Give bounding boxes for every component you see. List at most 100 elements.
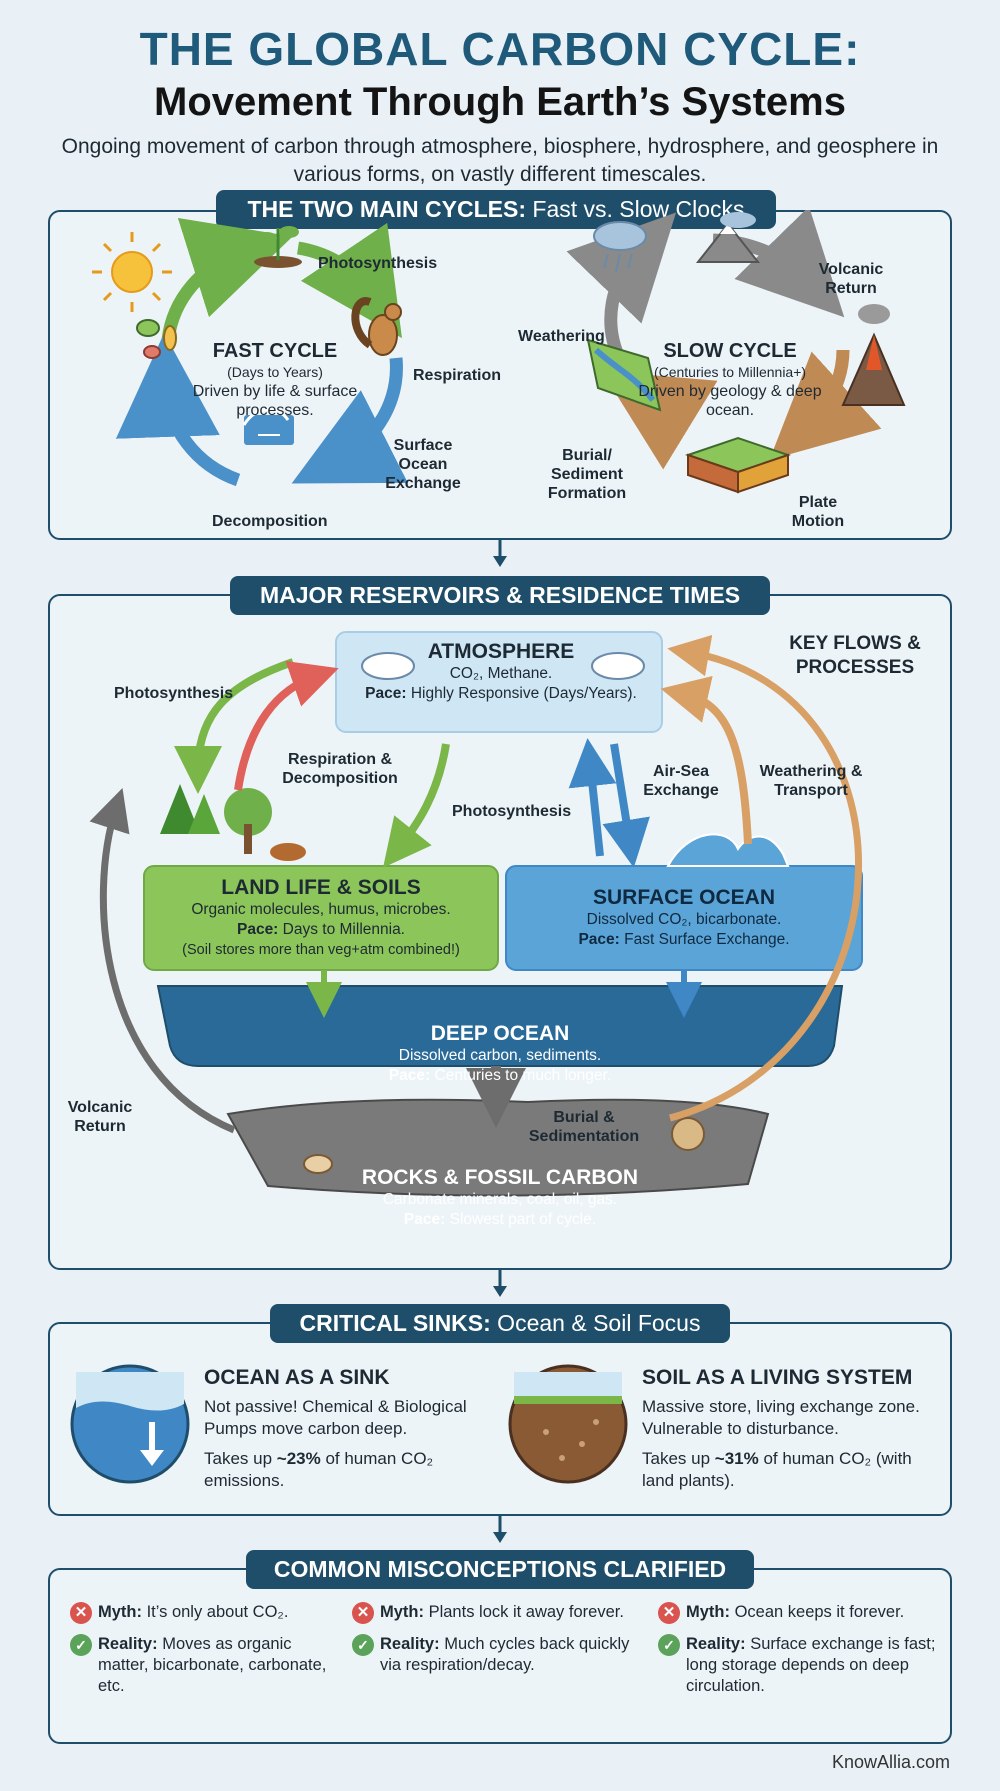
flow-label-photosynthesis-left: Photosynthesis — [114, 685, 234, 702]
misconception-col-3: ✕Myth: Ocean keeps it forever. ✓Reality:… — [658, 1602, 940, 1697]
myth-row: ✕Myth: Ocean keeps it forever. — [658, 1602, 940, 1624]
rocks-pace: Pace: Slowest part of cycle. — [403, 1211, 597, 1228]
slow-cycle-timescale: (Centuries to Millennia+) — [653, 364, 807, 380]
reservoirs-banner: MAJOR RESERVOIRS & RESIDENCE TIMES — [230, 576, 770, 615]
slow-cycle-block: SLOW CYCLE (Centuries to Millennia+) Dri… — [630, 340, 830, 420]
ocean-sink-desc: Not passive! Chemical & Biological Pumps… — [204, 1397, 467, 1438]
surface-ocean-pace: Pace: Fast Surface Exchange. — [578, 931, 790, 948]
fast-cycle-block: FAST CYCLE (Days to Years) Driven by lif… — [190, 340, 360, 420]
reservoir-flows-diagram — [89, 631, 863, 1197]
land-note: (Soil stores more than veg+atm combined!… — [182, 942, 460, 958]
sprout-icon — [254, 226, 302, 268]
slow-label-plate-motion: Plate Motion — [791, 494, 845, 530]
tree-icon — [188, 794, 220, 834]
surface-ocean-text: SURFACE OCEAN Dissolved CO₂, bicarbonate… — [506, 886, 862, 950]
deep-ocean-title: DEEP OCEAN — [430, 1022, 570, 1045]
slow-label-weathering: Weathering — [518, 328, 605, 345]
slow-arrow-3 — [769, 349, 882, 460]
cloud-icon — [361, 652, 415, 680]
misconceptions-banner: COMMON MISCONCEPTIONS CLARIFIED — [246, 1550, 754, 1589]
cycles-illustration — [92, 210, 906, 494]
sinks-banner-rest: Ocean & Soil Focus — [490, 1310, 701, 1336]
soil-sink-uptake: Takes up ~31% of human CO₂ (with land pl… — [642, 1449, 912, 1490]
x-icon: ✕ — [352, 1602, 374, 1624]
flow-label-air-sea: Air-Sea Exchange — [643, 763, 719, 799]
flow-photosynthesis-left — [174, 658, 295, 794]
x-icon: ✕ — [658, 1602, 680, 1624]
misconceptions-panel — [48, 1568, 952, 1744]
flow-photosynthesis-mid — [383, 743, 450, 868]
fast-cycle-title: FAST CYCLE — [212, 340, 338, 362]
myth-row: ✕Myth: Plants lock it away forever. — [352, 1602, 642, 1624]
flow-weathering — [660, 675, 752, 845]
page-subtitle-heading: Movement Through Earth’s Systems — [154, 80, 846, 124]
fox-icon — [270, 843, 306, 861]
reality-row: ✓Reality: Moves as organic matter, bicar… — [70, 1634, 340, 1697]
fast-label-decomposition: Decomposition — [212, 513, 328, 530]
reality-row: ✓Reality: Surface exchange is fast; long… — [658, 1634, 940, 1697]
check-icon: ✓ — [658, 1634, 680, 1656]
fast-arrow-1 — [161, 217, 293, 341]
squirrel-icon — [351, 297, 402, 356]
flow-air-sea-down — [602, 743, 650, 868]
land-text: LAND LIFE & SOILS Organic molecules, hum… — [144, 876, 498, 960]
shell-icon — [303, 1154, 333, 1174]
rocks-line1: Carbonate minerals, coal, oil, gas. — [382, 1191, 618, 1208]
fast-label-respiration: Respiration — [413, 367, 502, 384]
footer-credit[interactable]: KnowAllia.com — [831, 1752, 950, 1772]
check-icon: ✓ — [352, 1634, 374, 1656]
deep-ocean-pace: Pace: Centuries to much longer. — [388, 1067, 612, 1084]
rain-cloud-icon — [593, 221, 647, 273]
ammonite-icon — [671, 1117, 705, 1151]
slow-cycle-desc: Driven by geology & deep ocean. — [638, 383, 822, 419]
wave-icon — [242, 407, 294, 445]
ocean-sink-icon — [70, 1364, 190, 1484]
sun-icon — [92, 232, 172, 312]
soil-sink-title: SOIL AS A LIVING SYSTEM — [642, 1366, 913, 1389]
plate-block-icon — [684, 436, 792, 494]
ocean-sink-title: OCEAN AS A SINK — [204, 1366, 390, 1389]
river-landscape-icon — [586, 338, 662, 412]
flow-respiration — [234, 661, 339, 791]
fast-arrow-2 — [296, 222, 402, 339]
flow-label-burial: Burial & Sedimentation — [528, 1109, 640, 1145]
flow-label-respiration: Respiration & Decomposition — [282, 751, 398, 787]
atmosphere-pace: Pace: Highly Responsive (Days/Years). — [365, 685, 637, 702]
land-line1: Organic molecules, humus, microbes. — [191, 901, 451, 918]
soil-sink-text: SOIL AS A LIVING SYSTEM Massive store, l… — [642, 1366, 942, 1492]
mountain-icon — [695, 212, 761, 263]
land-title: LAND LIFE & SOILS — [221, 876, 421, 899]
microbes-icon — [136, 319, 177, 359]
fast-arrow-3 — [291, 357, 408, 484]
deep-ocean-text: DEEP OCEAN Dissolved carbon, sediments. … — [200, 1022, 800, 1086]
cloud-icon — [591, 652, 645, 680]
rocks-text: ROCKS & FOSSIL CARBON Carbonate minerals… — [330, 1166, 670, 1230]
atmosphere-line1: CO₂, Methane. — [449, 665, 553, 682]
x-icon: ✕ — [70, 1602, 92, 1624]
misconception-col-1: ✕Myth: It’s only about CO₂. ✓Reality: Mo… — [70, 1602, 340, 1697]
tree-icon — [160, 784, 200, 834]
tree-icon — [224, 788, 272, 836]
fast-cycle-desc: Driven by life & surface processes. — [192, 383, 358, 419]
deep-ocean-line1: Dissolved carbon, sediments. — [398, 1047, 602, 1064]
atmosphere-title: ATMOSPHERE — [427, 640, 575, 663]
fast-arrow-4 — [115, 333, 241, 487]
flow-label-weathering: Weathering & Transport — [759, 763, 863, 799]
flow-label-photosynthesis-mid: Photosynthesis — [452, 803, 572, 820]
connector-arrow-2 — [493, 1270, 507, 1297]
land-pace: Pace: Days to Millennia. — [236, 921, 405, 938]
rocks-title: ROCKS & FOSSIL CARBON — [361, 1166, 639, 1189]
flow-label-volcanic-return: Volcanic Return — [67, 1099, 133, 1135]
flow-volcanic-return — [89, 788, 236, 1134]
misconception-col-2: ✕Myth: Plants lock it away forever. ✓Rea… — [352, 1602, 642, 1676]
fast-cycle-timescale: (Days to Years) — [227, 364, 323, 380]
check-icon: ✓ — [70, 1634, 92, 1656]
flow-air-sea-up — [568, 738, 617, 857]
volcano-icon — [841, 304, 906, 406]
fast-label-surface-ocean-exchange: Surface Ocean Exchange — [385, 437, 461, 492]
slow-label-burial: Burial/ Sediment Formation — [547, 447, 627, 502]
myth-row: ✕Myth: It’s only about CO₂. — [70, 1602, 340, 1624]
surface-ocean-line1: Dissolved CO₂, bicarbonate. — [586, 911, 782, 928]
slow-cycle-title: SLOW CYCLE — [663, 340, 797, 362]
ocean-sink-uptake: Takes up ~23% of human CO₂ emissions. — [204, 1449, 434, 1490]
